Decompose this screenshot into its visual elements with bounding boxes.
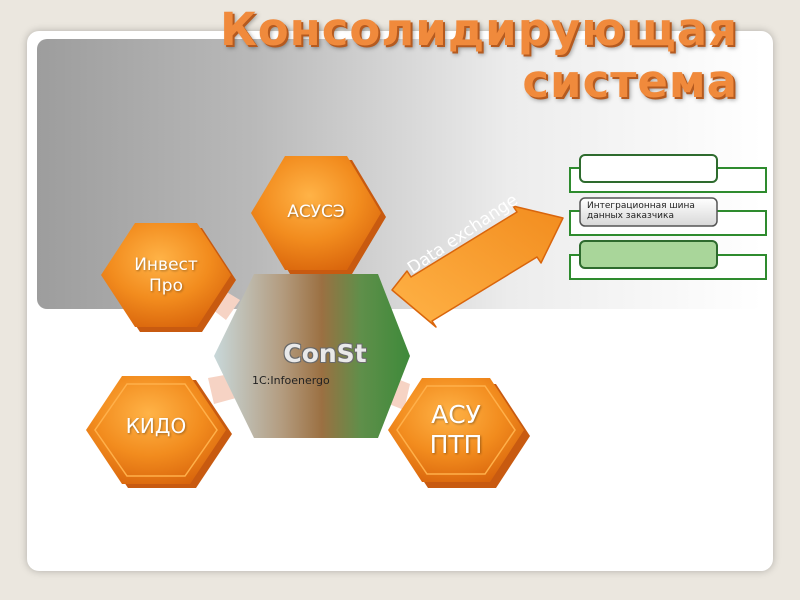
bus-pill-bottom — [579, 240, 718, 269]
data-exchange-arrow[interactable] — [391, 205, 564, 328]
center-title: ConSt — [283, 339, 367, 368]
slide-title-line-1: Консолидирующая — [219, 3, 738, 56]
hex-invest-label-line-2: Про — [149, 276, 183, 296]
center-hexagon — [214, 274, 410, 438]
hex-kido[interactable] — [86, 376, 232, 488]
hex-asu-ptp[interactable] — [388, 378, 530, 488]
hex-asuse[interactable] — [251, 156, 386, 274]
bus-pill-top — [579, 154, 718, 183]
integration-bus — [569, 154, 767, 280]
hex-invest-label-line-1: Инвест — [134, 255, 198, 275]
hex-invest[interactable] — [101, 223, 236, 332]
hex-asuse-label: АСУСЭ — [287, 202, 345, 222]
bus-pill-middle — [579, 197, 718, 227]
center-subtitle: 1C:Infoenergo — [252, 374, 330, 387]
hex-kido-label: КИДО — [125, 414, 187, 438]
slide-title-line-2: система — [522, 55, 738, 108]
slide-title: Консолидирующая система — [220, 4, 738, 108]
hex-asu-ptp-label: АСУ ПТП — [406, 400, 506, 460]
hex-asu-ptp-label-line-2: ПТП — [429, 430, 483, 459]
hex-asu-ptp-label-line-1: АСУ — [431, 400, 481, 429]
hex-invest-label: Инвест Про — [116, 255, 216, 297]
integration-bus-label: Интеграционная шина данных заказчика — [587, 201, 695, 221]
